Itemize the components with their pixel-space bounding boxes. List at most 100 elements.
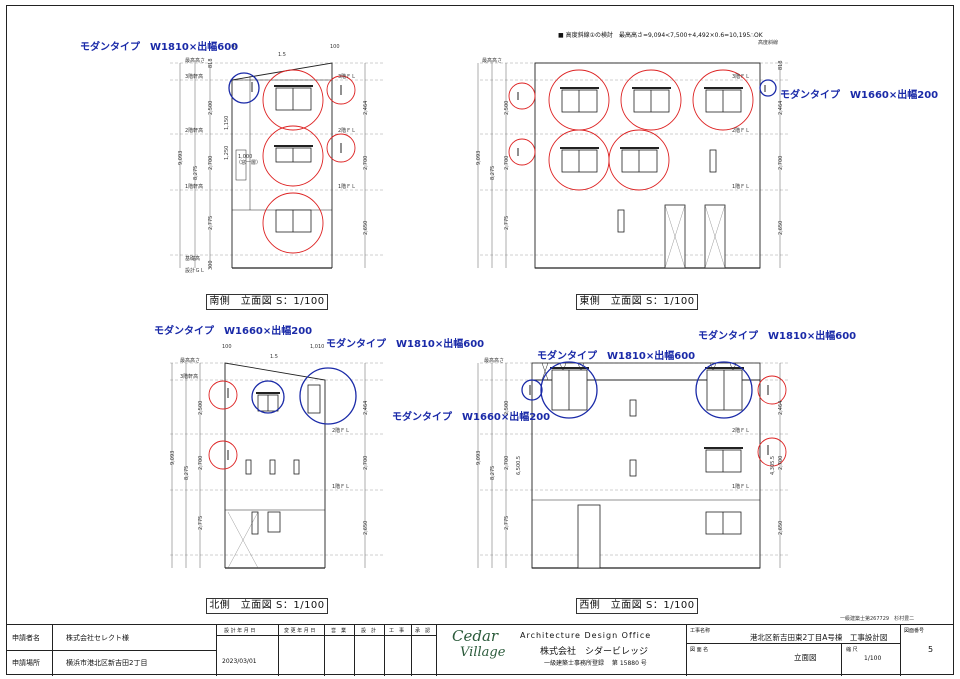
col-works: 工 事: [389, 628, 405, 634]
east-dim-818: 818: [778, 60, 784, 70]
west-dim-8275: 8,275: [490, 466, 496, 480]
north-dim-2700: 2,700: [198, 456, 204, 470]
dim-2464: 2,464: [363, 101, 369, 115]
east-dim-9093: 9,093: [476, 151, 482, 165]
dim-8275: 8,275: [193, 166, 199, 180]
dim-9093: 9,093: [178, 151, 184, 165]
east-level-max: 最高高さ: [482, 57, 502, 64]
east-dim-2700-r: 2,700: [778, 156, 784, 170]
west-level-max: 最高高さ: [484, 357, 504, 364]
level-fl2: 2階ＦＬ: [338, 127, 356, 134]
north-dim-2500: 2,500: [198, 401, 204, 415]
west-dim-2650: 2,650: [778, 521, 784, 535]
callout-west-top-left: モダンタイプ W1810×出幅600: [537, 351, 696, 362]
scale-label: 縮 尺: [846, 647, 858, 653]
west-dim-9093: 9,093: [476, 451, 482, 465]
dim-2650: 2,650: [363, 221, 369, 235]
west-level-fl1: 1階ＦＬ: [732, 483, 750, 490]
col-sales: 営 業: [331, 628, 347, 634]
west-elevation-drawing: 9,093 8,275 2,500 2,700 2,775 2,464 2,70…: [476, 357, 790, 569]
north-dim-1010: 1,010: [310, 344, 324, 350]
dim-1000: 1,000: [238, 154, 252, 160]
level-eave3: 3階軒高: [185, 73, 203, 80]
slope-label: 1.5: [278, 52, 286, 58]
sheet-no-label: 図面番号: [904, 628, 925, 634]
title-west: 西側 立面図 S：1/100: [576, 598, 698, 614]
dim-818: 818: [208, 58, 214, 68]
east-dim-2700: 2,700: [504, 156, 510, 170]
title-south: 南側 立面図 S：1/100: [206, 294, 328, 310]
north-dim-2650: 2,650: [363, 521, 369, 535]
west-level-fl2: 2階ＦＬ: [732, 427, 750, 434]
north-dim-8275: 8,275: [184, 466, 190, 480]
col-approve: 承 認: [415, 628, 431, 634]
dim-2500: 2,500: [208, 101, 214, 115]
drawing-name: 立面図: [794, 653, 817, 662]
east-level-fl2: 2階ＦＬ: [732, 127, 750, 134]
west-dim-2464: 2,464: [778, 401, 784, 415]
title-east: 東側 立面図 S：1/100: [576, 294, 698, 310]
applicant-label: 申請者名: [12, 634, 40, 642]
north-dim-2700-r: 2,700: [363, 456, 369, 470]
north-level-max: 最高高さ: [180, 357, 200, 364]
dim-100-a: 100: [228, 44, 238, 50]
north-dim-2464: 2,464: [363, 401, 369, 415]
east-level-fl1: 1階ＦＬ: [732, 183, 750, 190]
north-elevation: 9,093 8,275 2,500 2,700 2,775 2,464 2,70…: [150, 340, 410, 575]
col-design-date: 設 計 年 月 日: [224, 628, 256, 634]
west-dim-2700-r: 2,700: [778, 456, 784, 470]
office-jp: 株式会社 シダービレッジ: [540, 647, 649, 657]
drawing-name-label: 図 面 名: [690, 647, 709, 653]
north-level-eave3: 3階軒高: [180, 373, 198, 380]
title-north: 北側 立面図 S：1/100: [206, 598, 328, 614]
east-high-line: 高度斜線: [758, 39, 778, 46]
dim-300: 300: [208, 260, 214, 270]
east-level-fl3: 3階ＦＬ: [732, 73, 750, 80]
level-max: 最高高さ: [185, 57, 205, 64]
inset-note: （窓一層）: [236, 159, 261, 166]
east-elevation: 9,093 8,275 2,500 2,700 2,775 2,464 2,70…: [460, 39, 790, 275]
dim-1150: 1,150: [224, 116, 230, 130]
col-design: 設 計: [361, 628, 377, 634]
north-elevation-drawing: 9,093 8,275 2,500 2,700 2,775 2,464 2,70…: [170, 344, 385, 569]
title-block: 申請者名 株式会社セレクト様 申請場所 横浜市港北区新吉田2丁目 設 計 年 月…: [6, 624, 954, 676]
callout-east: モダンタイプ W1660×出幅200: [780, 90, 939, 101]
north-dim-9093: 9,093: [170, 451, 176, 465]
company-logo: Cedar Village: [452, 627, 506, 661]
registration: 一級建築士事務所登録 第 15880 号: [544, 660, 647, 667]
office-en: Architecture Design Office: [520, 631, 652, 640]
callout-west-top-right: モダンタイプ W1810×出幅600: [698, 331, 857, 342]
south-elevation-drawing: 9,093 8,275 818 2,500 2,700 2,775 300 1,…: [170, 44, 385, 274]
dim-2775: 2,775: [208, 216, 214, 230]
west-dim-2500: 2,500: [504, 401, 510, 415]
col-change-date: 変 更 年 月 日: [284, 628, 316, 634]
dim-2700: 2,700: [208, 156, 214, 170]
dim-1250: 1,250: [224, 146, 230, 160]
west-elevation: 9,093 8,275 2,500 2,700 2,775 2,464 2,70…: [460, 340, 790, 575]
level-fl1: 1階ＦＬ: [338, 183, 356, 190]
callout-south: モダンタイプ W1810×出幅600: [80, 42, 239, 53]
north-dim-2775: 2,775: [198, 516, 204, 530]
scale-value: 1/100: [864, 655, 882, 662]
callout-west-left: モダンタイプ W1660×出幅200: [392, 412, 551, 423]
level-eave1: 1階軒高: [185, 183, 203, 190]
south-elevation: 9,093 8,275 818 2,500 2,700 2,775 300 1,…: [150, 40, 410, 275]
north-level-fl2: 2階ＦＬ: [332, 427, 350, 434]
dim-2700-r: 2,700: [363, 156, 369, 170]
design-date: 2023/03/01: [222, 658, 257, 665]
location-label: 申請場所: [12, 659, 40, 667]
work-name-label: 工事名称: [690, 628, 711, 634]
callout-north-right: モダンタイプ W1810×出幅600: [326, 339, 485, 350]
west-dim-4305: 4,305.5: [770, 456, 776, 475]
north-dim-100: 100: [222, 344, 232, 350]
west-dim-6500: 6,500.5: [516, 456, 522, 475]
east-dim-2500: 2,500: [504, 101, 510, 115]
level-base: 基礎高: [185, 255, 200, 262]
east-elevation-drawing: 9,093 8,275 2,500 2,700 2,775 2,464 2,70…: [476, 39, 790, 269]
level-gl: 設計ＧＬ: [185, 267, 205, 274]
dim-100-b: 100: [330, 44, 340, 50]
location-value: 横浜市港北区新吉田2丁目: [66, 659, 148, 667]
architect-note: 一級建築士第267729 杉村豊二: [840, 616, 915, 622]
east-dim-2775: 2,775: [504, 216, 510, 230]
